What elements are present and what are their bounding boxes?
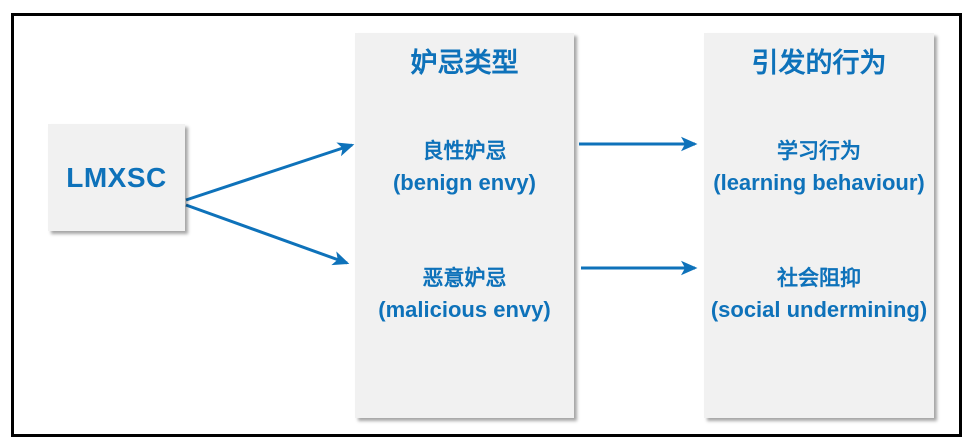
learning-behaviour-zh: 学习行为 [777,140,861,163]
social-undermining-en: (social undermining) [710,297,928,322]
behaviors-panel: 引发的行为 学习行为 (learning behaviour) 社会阻抑 (so… [704,33,934,418]
envy-types-title: 妒忌类型 [410,48,519,78]
malicious-envy-item: 恶意妒忌 (malicious envy) [355,263,574,325]
behaviors-title: 引发的行为 [751,48,887,78]
malicious-envy-en: (malicious envy) [378,297,551,322]
social-undermining-item: 社会阻抑 (social undermining) [704,263,934,325]
learning-behaviour-en: (learning behaviour) [713,170,925,195]
social-undermining-zh: 社会阻抑 [777,267,861,290]
lmxsc-box: LMXSC [48,124,185,231]
benign-envy-zh: 良性妒忌 [422,140,507,163]
benign-envy-item: 良性妒忌 (benign envy) [355,136,574,198]
envy-types-panel: 妒忌类型 良性妒忌 (benign envy) 恶意妒忌 (malicious … [355,33,574,418]
lmxsc-label: LMXSC [66,161,167,193]
outer-border [11,13,962,437]
malicious-envy-zh: 恶意妒忌 [422,267,507,290]
learning-behaviour-item: 学习行为 (learning behaviour) [704,136,934,198]
benign-envy-en: (benign envy) [392,170,536,195]
